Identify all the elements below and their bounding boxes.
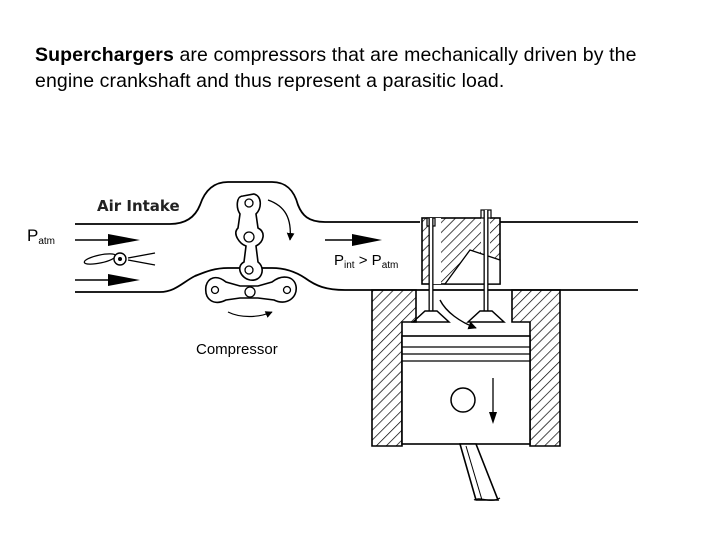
pint-subscript: int (344, 260, 355, 271)
cylinder-block (371, 289, 561, 447)
throttle-plate (83, 252, 156, 266)
headline-body: are compressors that are mechanically dr… (35, 44, 637, 92)
piston (401, 335, 531, 445)
intake-duct-upper-wall (75, 181, 420, 225)
patm-subscript: atm (38, 236, 56, 247)
compressor-label: Compressor (196, 341, 278, 358)
intake-pressure-label: Pint > Patm (334, 252, 398, 271)
atmospheric-pressure-label: Patm (27, 226, 55, 247)
compressor-lower-rotor (204, 276, 297, 318)
rotor-rotation-arrow (267, 199, 295, 241)
headline-text: Superchargers are compressors that are m… (35, 42, 695, 94)
boost-flow-arrow (325, 234, 382, 246)
connecting-rod (458, 443, 501, 501)
intake-duct-lower-wall (75, 267, 638, 293)
pint-comparison: > P (354, 252, 382, 269)
compressor-upper-rotor (235, 193, 295, 281)
intake-valve (411, 217, 451, 323)
lower-rotor-rotation-arrow (227, 311, 273, 318)
pint-patm-subscript: atm (381, 260, 399, 271)
air-intake-label: Air Intake (97, 197, 180, 215)
patm-symbol: P (27, 226, 39, 245)
charge-flow-arrow (439, 299, 477, 330)
pint-symbol: P (334, 252, 345, 269)
headline-term: Superchargers (35, 44, 174, 66)
inlet-flow-arrows (75, 234, 140, 286)
exhaust-valve (466, 209, 506, 323)
